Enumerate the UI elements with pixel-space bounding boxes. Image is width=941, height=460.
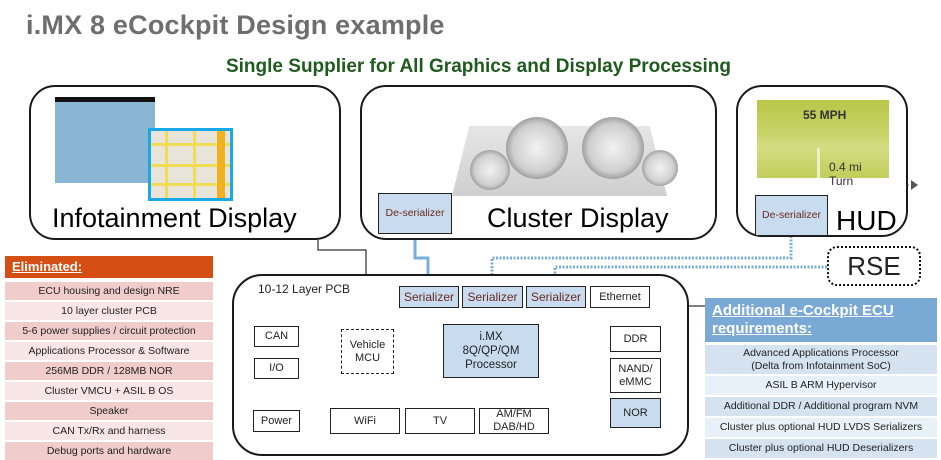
map-image (148, 128, 233, 201)
nor-box: NOR (610, 398, 661, 428)
eliminated-item: Speaker (5, 401, 213, 420)
requirement-item: ASIL B ARM Hypervisor (705, 375, 937, 395)
gauge-speed (506, 117, 568, 179)
processor-label: i.MX 8Q/QP/QM Processor (462, 331, 520, 371)
page-subtitle: Single Supplier for All Graphics and Dis… (225, 56, 732, 77)
radio-label: AM/FM DAB/HD (493, 408, 535, 433)
requirements-header: Additional e-Cockpit ECU requirements: (705, 298, 937, 342)
rse-box: RSE (827, 246, 921, 286)
gauge-right-small (642, 150, 678, 186)
serializer-3-label: Serializer (530, 289, 581, 304)
tv-box: TV (405, 408, 475, 434)
eliminated-item: ECU housing and design NRE (5, 281, 213, 300)
nor-label: NOR (623, 406, 648, 419)
can-label: CAN (264, 330, 289, 342)
can-box: CAN (254, 326, 299, 347)
serializer-3: Serializer (526, 286, 586, 308)
processor-box: i.MX 8Q/QP/QM Processor (443, 324, 539, 378)
ddr-box: DDR (610, 326, 661, 352)
hud-speed: 55 MPH (803, 108, 847, 122)
eliminated-header: Eliminated: (5, 256, 213, 278)
vehicle-mcu-box: Vehicle MCU (341, 329, 394, 374)
infotainment-display-label: Infotainment Display (52, 203, 297, 233)
play-arrow-icon-2 (911, 180, 918, 190)
wifi-box: WiFi (330, 408, 400, 434)
radio-box: AM/FM DAB/HD (479, 408, 549, 434)
cluster-display-label: Cluster Display (487, 203, 669, 233)
serializer-2-label: Serializer (467, 289, 518, 304)
wifi-label: WiFi (354, 414, 376, 427)
hud-deserializer-label: De-serializer (762, 209, 821, 221)
page-title: i.MX 8 eCockpit Design example (26, 10, 445, 40)
eliminated-item: 10 layer cluster PCB (5, 301, 213, 320)
eliminated-item: CAN Tx/Rx and harness (5, 421, 213, 440)
nand-box: NAND/ eMMC (610, 358, 661, 393)
tv-label: TV (432, 414, 448, 427)
infotainment-screen-image (55, 97, 155, 183)
gauge-rpm (582, 117, 644, 179)
serializer-2: Serializer (462, 286, 523, 308)
pcb-label: 10-12 Layer PCB (258, 282, 351, 296)
requirement-item: Cluster plus optional HUD LVDS Serialize… (705, 417, 937, 437)
power-box: Power (253, 410, 300, 432)
requirement-item: Additional DDR / Additional program NVM (705, 396, 937, 416)
eliminated-item: Applications Processor & Software (5, 341, 213, 360)
hud-turn: 0.4 mi Turn (829, 160, 862, 188)
serializer-1: Serializer (399, 286, 459, 308)
serializer-1-label: Serializer (403, 289, 454, 304)
requirement-item: Advanced Applications Processor (Delta f… (705, 344, 937, 374)
ethernet-label: Ethernet (599, 290, 641, 303)
eliminated-item: 5-6 power supplies / circuit protection (5, 321, 213, 340)
gauge-left-small (470, 150, 510, 190)
cluster-link (413, 234, 430, 286)
rse-label: RSE (847, 250, 901, 281)
power-label: Power (260, 414, 293, 427)
hud-image: 55 MPH 0.4 mi Turn (757, 100, 889, 188)
io-box: I/O (254, 358, 299, 379)
requirement-item: Cluster plus optional HUD Deserializers (705, 438, 937, 458)
io-label: I/O (269, 362, 284, 374)
hud-link (490, 236, 793, 286)
ddr-label: DDR (623, 332, 648, 345)
eliminated-item: 256MB DDR / 128MB NOR (5, 361, 213, 380)
hud-deserializer: De-serializer (755, 195, 828, 236)
vehicle-mcu-label: Vehicle MCU (349, 338, 386, 364)
hud-label: HUD (836, 205, 897, 236)
eliminated-item: Cluster VMCU + ASIL B OS (5, 381, 213, 400)
cluster-deserializer-label: De-serializer (385, 207, 445, 219)
nand-label: NAND/ eMMC (618, 362, 653, 388)
ethernet-box: Ethernet (590, 286, 650, 308)
cluster-deserializer: De-serializer (378, 193, 452, 234)
eliminated-item: Debug ports and hardware (5, 441, 213, 460)
